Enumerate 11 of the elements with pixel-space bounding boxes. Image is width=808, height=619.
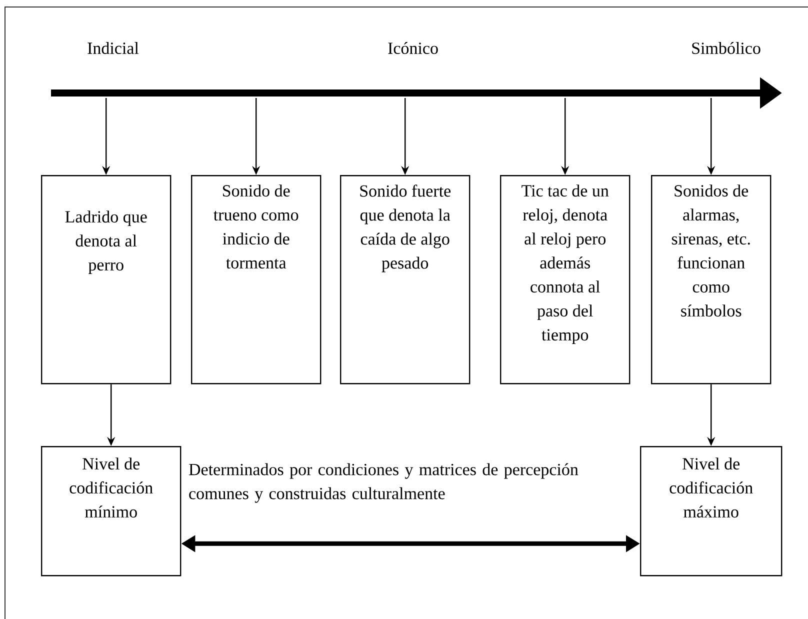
axis-label: Icónico: [388, 42, 438, 54]
example-box: Tic tac de un reloj, denota al reloj pero además connota al paso del tiempo: [500, 175, 630, 384]
level-box: Nivel de codificación mínimo: [41, 446, 182, 576]
example-box: Sonido de trueno como indicio de tormenta: [191, 175, 322, 384]
example-box: Sonidos de alarmas, sirenas, etc. funcionan como símbolos: [651, 175, 772, 384]
example-box: Sonido fuerte que denota la caída de algo pesado: [340, 175, 470, 384]
edge-label: Determinados por condiciones y matrices de percepción comunes y construidas culturalmente: [189, 463, 578, 503]
level-box: Nivel de codificación máximo: [640, 446, 782, 576]
example-box: Ladrido que denota al perro: [41, 175, 172, 384]
axis-label: Indicial: [88, 42, 139, 54]
axis-label: Simbólico: [692, 42, 760, 54]
